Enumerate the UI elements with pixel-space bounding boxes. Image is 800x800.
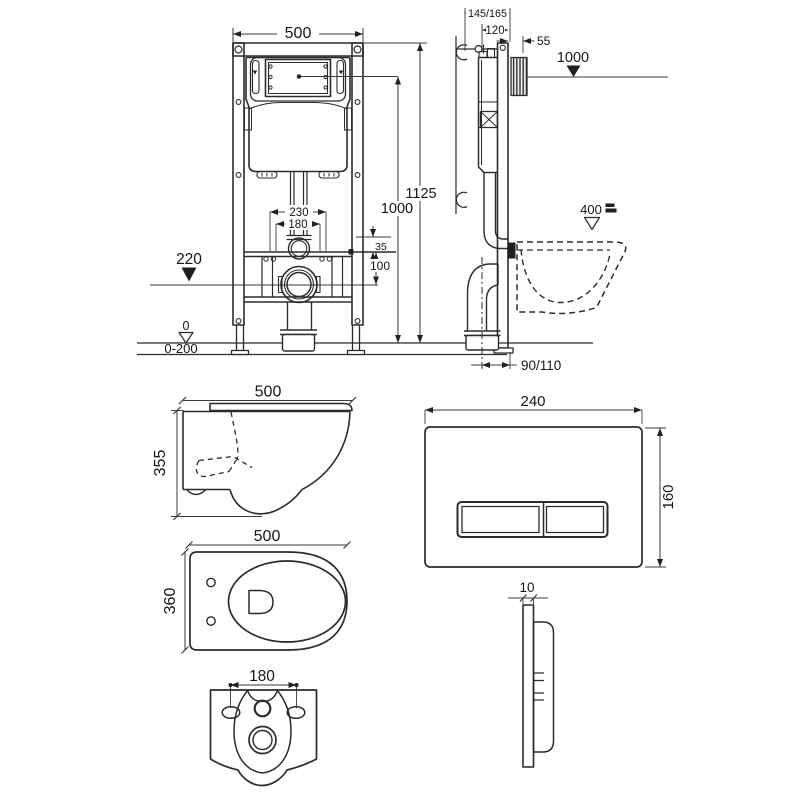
- level-marker-bars-icon: [605, 203, 615, 207]
- dim-outlet-offset: 90/110: [521, 358, 561, 373]
- dim-frame-total-height: 1125: [405, 186, 436, 202]
- pan-seat-opening: [227, 560, 347, 643]
- pan-flush-opening: [248, 589, 274, 615]
- pan-outline-dashed: [516, 241, 627, 315]
- fixing-slot-right: [286, 705, 306, 720]
- level-marker-filled-icon: [566, 65, 581, 77]
- dim-frame-button-height: 1000: [381, 201, 413, 217]
- plate-side-dimensions: 10: [508, 580, 548, 604]
- pan-rear-outline: [209, 689, 318, 787]
- pan-rear-view: 180: [209, 668, 318, 787]
- pan-side-dimensions: 500 355: [152, 384, 357, 521]
- flush-plate-buttons: [456, 501, 609, 538]
- waste-outlet-flange: [277, 265, 321, 304]
- dim-rim-height: 400: [580, 202, 602, 217]
- frame-rail-side: [493, 42, 514, 354]
- cistern-side: [477, 47, 499, 174]
- dim-adjust-range: 0-200: [164, 341, 197, 356]
- dim-pan-top-width: 360: [162, 588, 179, 615]
- panel-mark-right-icon: [338, 70, 344, 75]
- wall-anchor: [455, 36, 497, 214]
- trapway-outline: [233, 689, 292, 774]
- dim-floor-level: 0: [183, 319, 190, 333]
- pan-top-dimensions: 500 360: [162, 528, 351, 654]
- pan-side-outline: [182, 402, 353, 515]
- flush-plate-front-view: 240 160: [424, 393, 677, 568]
- dim-pan-top-depth: 500: [254, 528, 281, 545]
- flush-plate-dimensions: 240 160: [424, 393, 677, 568]
- anchor-hook-bottom: [455, 191, 468, 208]
- cistern: [244, 56, 352, 179]
- dim-frame-width: 500: [285, 25, 312, 42]
- dim-fixing-span: 230: [289, 207, 308, 219]
- dim-plate-thickness: 10: [519, 580, 534, 595]
- pan-side-view: 500 355: [152, 384, 357, 521]
- dim-side-button-height: 1000: [557, 50, 589, 66]
- frame-front-dimensions: 500 1125 1000 230 180 35: [164, 25, 439, 356]
- panel-center-point: [296, 74, 302, 79]
- pan-top-view: 500 360: [162, 528, 351, 654]
- dim-pan-height: 355: [152, 450, 169, 477]
- level-marker-open-icon: [583, 216, 601, 231]
- outlet-elbow-side: [464, 257, 501, 369]
- seat-fixing-hole: [206, 616, 216, 626]
- pan-top-outline: [189, 551, 348, 651]
- seat-fixing-hole: [206, 577, 216, 588]
- access-panel: [249, 56, 398, 102]
- plate-housing-side: [532, 621, 555, 753]
- pan-fixing-bracket: [507, 242, 516, 259]
- dim-frame-depth: 120: [485, 25, 504, 37]
- frame-structure: [230, 42, 366, 356]
- level-marker-bars-icon: [605, 208, 617, 213]
- dim-bolt-span: 180: [288, 219, 307, 231]
- level-marker-filled-icon: [181, 267, 197, 282]
- flush-plate-side-view: 10: [508, 580, 555, 768]
- pan-rear-dimensions: 180: [228, 668, 299, 708]
- frame-side-view: 145/165 120 55 1000 400 90/110: [455, 7, 668, 373]
- dim-plate-offset: 55: [537, 34, 551, 48]
- pan-trap-dashed: [195, 411, 253, 478]
- frame-front-view: 500 1125 1000 230 180 35: [150, 25, 439, 356]
- anchor-hook-top: [455, 44, 468, 61]
- dim-rail-offset: 35: [375, 241, 387, 253]
- rail-end-fixing: [348, 249, 354, 255]
- dim-pan-depth: 500: [255, 384, 282, 401]
- outlet-bend: [280, 302, 317, 352]
- flush-bend-side: [483, 172, 516, 259]
- waste-outlet-hole: [248, 725, 277, 755]
- fixing-slot-left: [221, 705, 241, 720]
- dim-depth-options: 145/165: [468, 8, 507, 20]
- flush-plate-hatched-icon: [510, 56, 528, 97]
- frame-side-dimensions: 145/165 120 55 1000 400 90/110: [464, 7, 668, 373]
- dim-plate-height: 160: [660, 484, 677, 509]
- flush-plate-body: [424, 426, 643, 568]
- panel-mark-left-icon: [252, 70, 258, 75]
- flush-pipe: [286, 171, 312, 260]
- plate-panel-side: [522, 604, 535, 768]
- water-inlet-hole: [253, 699, 272, 718]
- dim-outlet-level: 220: [176, 251, 202, 268]
- level-marker-open-icon: [178, 331, 194, 344]
- dim-outlet-drop: 100: [370, 259, 390, 273]
- dim-plate-width: 240: [520, 393, 545, 410]
- dim-rear-fixing-span: 180: [249, 668, 275, 685]
- floor-lines: [137, 342, 593, 356]
